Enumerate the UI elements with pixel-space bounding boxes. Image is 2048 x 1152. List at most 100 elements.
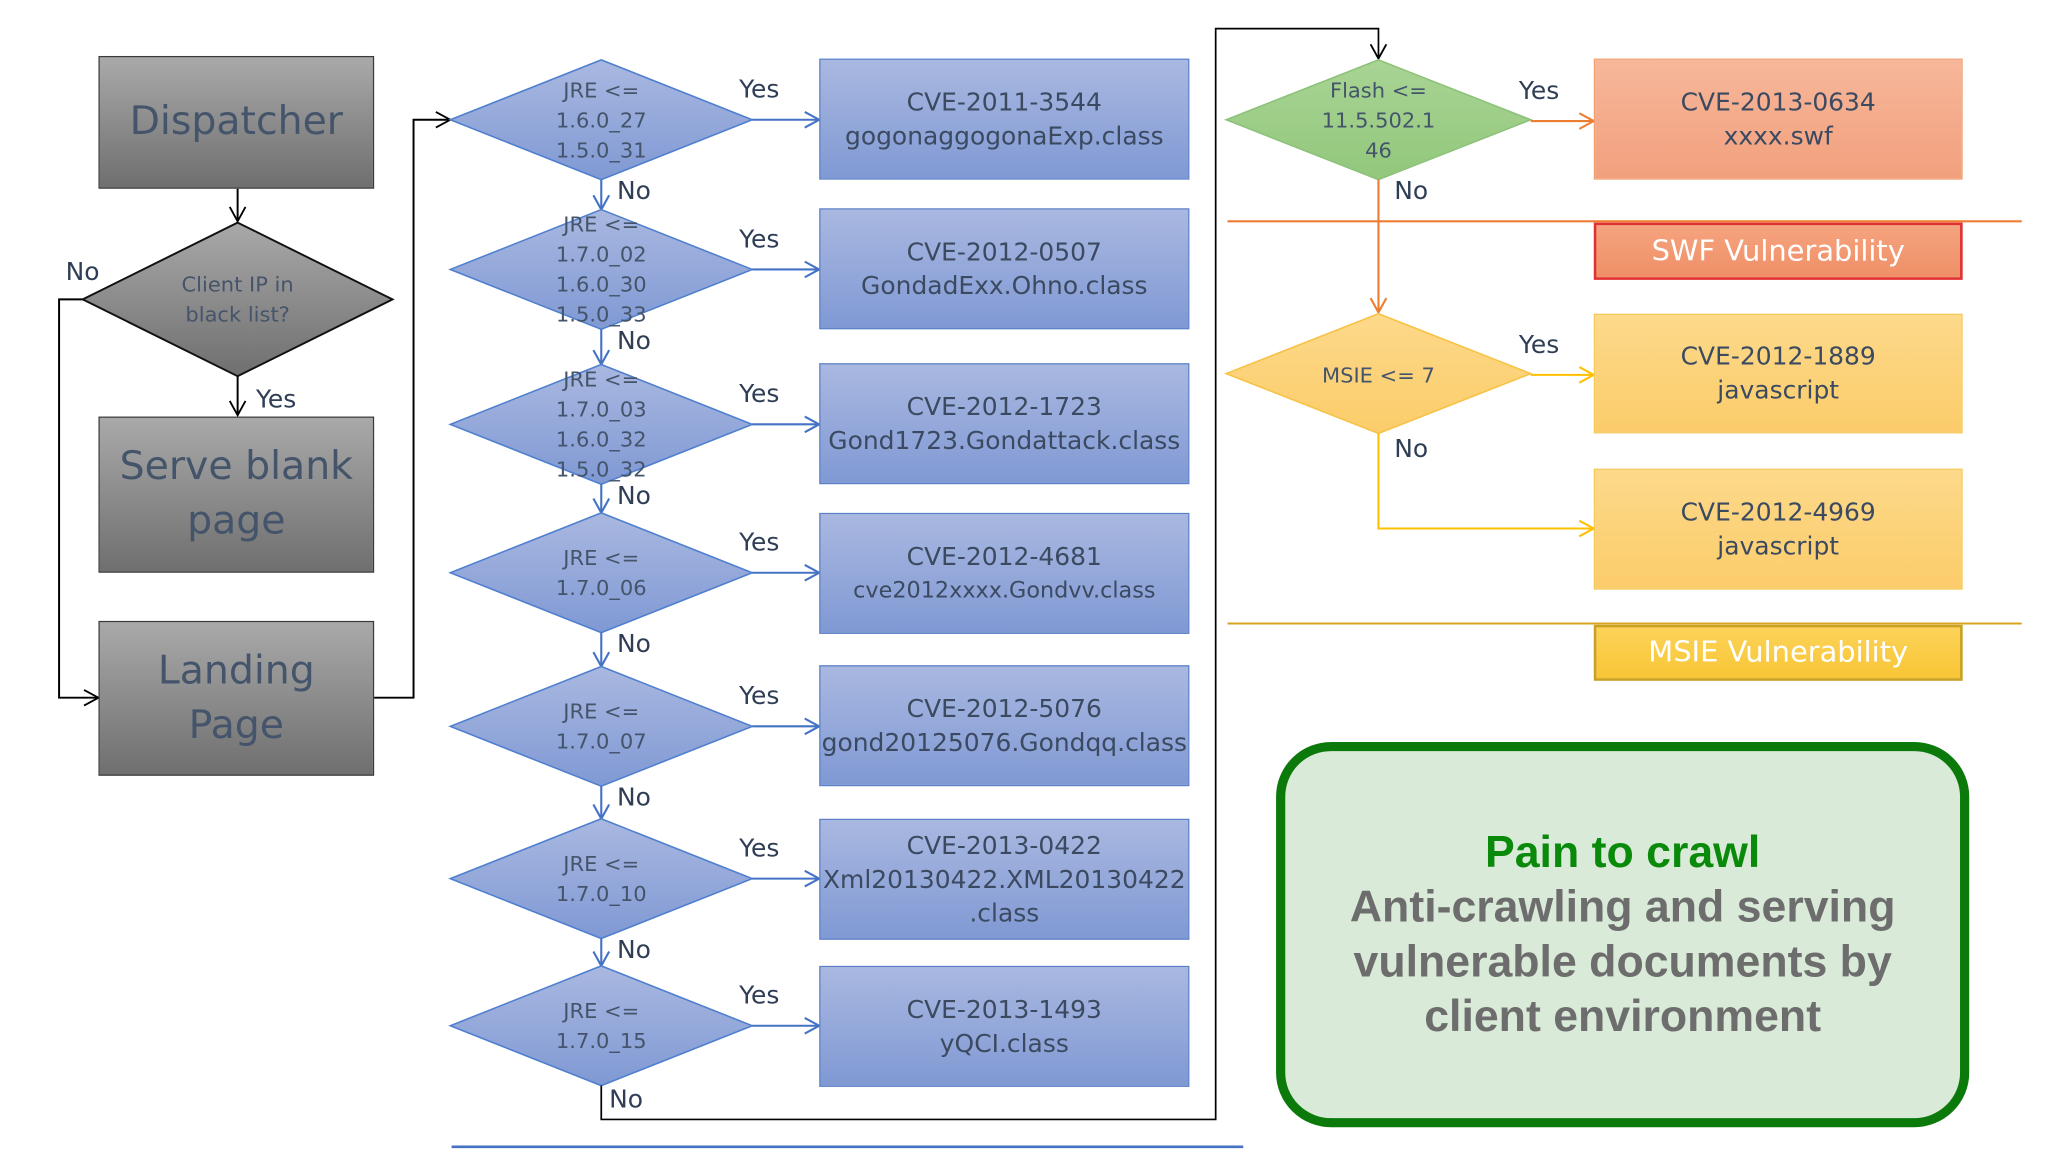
cve-box-flash: CVE-2013-0634 xxxx.swf: [1593, 58, 1963, 180]
cve-id: CVE-2012-5076: [906, 694, 1102, 724]
cve-box-msie-no: CVE-2012-4969 javascript: [1593, 468, 1963, 590]
callout-line-2: vulnerable documents by: [1353, 937, 1892, 987]
yes-label-blacklist: Yes: [255, 385, 297, 414]
jre-version-line: 1.6.0_32: [555, 426, 647, 452]
jre-yes-label: Yes: [739, 75, 780, 105]
jre-version-line: JRE <=: [563, 545, 640, 571]
cve-payload: xxxx.swf: [1723, 121, 1833, 151]
no-label-blacklist: No: [65, 257, 100, 287]
cve-id: CVE-2012-4969: [1680, 497, 1876, 527]
jre-version-line: 1.7.0_15: [555, 1028, 647, 1054]
jre-version-line: 1.7.0_03: [555, 397, 647, 422]
callout-title: Pain to crawl: [1484, 827, 1761, 878]
jre-no-label: No: [617, 935, 651, 965]
arrow-last-no-to-flash: [600, 27, 1388, 1121]
jre-diamond-group: [448, 59, 822, 1087]
jre-no-label: No: [609, 1085, 644, 1115]
serve-blank-line-2: page: [187, 498, 286, 545]
jre-decision-text: JRE <= 1.7.0_10: [523, 849, 681, 909]
decision-line-2: black list?: [185, 301, 290, 327]
flash-yes-label: Yes: [1518, 76, 1560, 106]
jre-version-line: JRE <=: [563, 212, 640, 237]
jre-version-line: 1.5.0_31: [555, 137, 647, 163]
jre-decision-text: JRE <= 1.7.0_15: [523, 996, 681, 1056]
serve-blank-page-box: Serve blank page: [98, 416, 375, 573]
dispatcher-label: Dispatcher: [129, 98, 344, 145]
flash-no-label: No: [1394, 177, 1429, 206]
decision-line-1: Client IP in: [181, 272, 294, 297]
cve-id: CVE-2011-3544: [906, 87, 1102, 117]
jre-no-label: No: [617, 177, 651, 206]
jre-decision-text: JRE <= 1.7.0_07: [523, 696, 681, 756]
cve-payload: yQCI.class: [939, 1028, 1069, 1058]
pain-to-crawl-callout: Pain to crawl Anti-crawling and serving …: [1276, 741, 1970, 1128]
swf-vulnerability-label: SWF Vulnerability: [1593, 222, 1963, 280]
flash-decision-text: Flash <= 11.5.502.1 46: [1300, 73, 1458, 167]
arrow-landing-to-jre: [374, 111, 453, 699]
flash-line-1: Flash <=: [1329, 77, 1427, 103]
cve-payload: Gond1723.Gondattack.class: [828, 426, 1181, 455]
jre-no-label: No: [617, 783, 651, 813]
callout-line-1: Anti-crawling and serving: [1349, 882, 1896, 933]
jre-version-line: 1.7.0_07: [555, 728, 647, 754]
cve-box-jre: CVE-2012-5076 gond20125076.Gondqq.class: [819, 665, 1190, 787]
callout-line-3: client environment: [1424, 991, 1822, 1042]
jre-version-line: JRE <=: [563, 77, 640, 103]
jre-version-line: 1.7.0_06: [555, 575, 647, 601]
blacklist-decision-text: Client IP in black list?: [144, 260, 330, 338]
cve-box-jre: CVE-2011-3544 gogonaggogonaExp.class: [819, 58, 1190, 180]
jre-version-line: JRE <=: [563, 699, 640, 724]
jre-decision-text: JRE <= 1.7.0_06: [523, 543, 681, 603]
arrow-msie-no: [1377, 433, 1596, 538]
jre-yes-label: Yes: [739, 682, 780, 711]
cve-box-msie-yes: CVE-2012-1889 javascript: [1593, 313, 1963, 434]
cve-box-jre: CVE-2013-1493 yQCI.class: [819, 965, 1190, 1087]
jre-yes-label: Yes: [739, 834, 780, 864]
jre-version-line: JRE <=: [563, 851, 640, 877]
cve-payload: gogonaggogonaExp.class: [845, 121, 1164, 151]
cve-payload: GondadExx.Ohno.class: [861, 271, 1148, 301]
cve-payload: gond20125076.Gondqq.class: [821, 728, 1187, 757]
jre-version-line: JRE <=: [563, 367, 640, 392]
cve-payload: javascript: [1717, 531, 1840, 561]
cve-id: CVE-2013-0634: [1680, 87, 1876, 117]
jre-version-line: 1.6.0_30: [555, 272, 647, 297]
landing-page-box: Landing Page: [98, 620, 375, 776]
jre-yes-label: Yes: [739, 981, 780, 1011]
jre-version-line: 1.7.0_10: [555, 881, 647, 906]
landing-line-1: Landing: [157, 647, 315, 694]
cve-payload: javascript: [1717, 376, 1840, 405]
jre-no-label: No: [617, 481, 651, 511]
dispatcher-box: Dispatcher: [98, 55, 375, 189]
cve-id: CVE-2012-0507: [906, 237, 1102, 267]
jre-no-label: No: [617, 630, 651, 659]
serve-blank-line-1: Serve blank: [119, 443, 353, 490]
jre-version-line: JRE <=: [563, 998, 640, 1024]
cve-box-jre: CVE-2012-4681 cve2012xxxx.Gondvv.class: [819, 512, 1190, 634]
msie-label: MSIE <= 7: [1322, 362, 1435, 388]
cve-id: CVE-2012-1723: [906, 392, 1102, 422]
cve-id: CVE-2013-1493: [906, 995, 1102, 1024]
jre-decision-text: JRE <= 1.7.0_02 1.6.0_30 1.5.0_33: [523, 210, 681, 330]
flash-line-3: 46: [1365, 137, 1392, 163]
cve-id: CVE-2013-0422: [906, 831, 1102, 860]
flash-line-2: 11.5.502.1: [1321, 107, 1436, 133]
cve-id: CVE-2012-4681: [906, 542, 1102, 571]
arrow-no-to-landing: [58, 298, 101, 707]
msie-yes-label: Yes: [1518, 330, 1560, 360]
swf-vulnerability-text: SWF Vulnerability: [1651, 234, 1905, 268]
cve-payload: .class: [969, 898, 1040, 928]
jre-version-line: 1.5.0_33: [555, 301, 647, 327]
jre-version-line: 1.5.0_32: [555, 456, 647, 482]
cve-payload: cve2012xxxx.Gondvv.class: [853, 577, 1156, 604]
jre-yes-label: Yes: [739, 225, 780, 254]
jre-no-label: No: [617, 326, 651, 356]
msie-no-label: No: [1394, 434, 1429, 464]
msie-vulnerability-text: MSIE Vulnerability: [1648, 636, 1909, 670]
jre-version-line: 1.7.0_02: [555, 242, 647, 267]
